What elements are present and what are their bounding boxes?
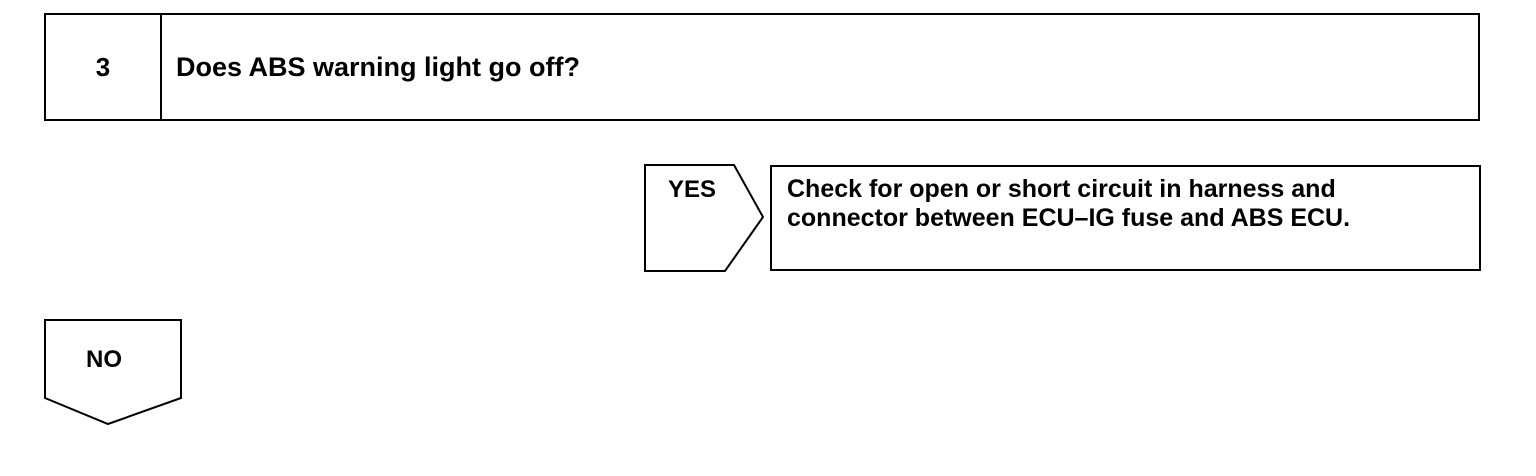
yes-action-box: Check for open or short circuit in harne…: [770, 165, 1481, 271]
step-question: Does ABS warning light go off?: [176, 51, 580, 82]
step-number: 3: [46, 15, 162, 119]
no-label: NO: [86, 346, 122, 373]
yes-label: YES: [668, 176, 717, 203]
no-arrow-shape: [44, 319, 182, 426]
yes-arrow-shape: [644, 164, 765, 272]
yes-action-line: Check for open or short circuit in harne…: [787, 175, 1336, 203]
yes-action-line: connector between ECU–IG fuse and ABS EC…: [787, 204, 1351, 232]
step-box: 3 Does ABS warning light go off?: [44, 13, 1480, 121]
